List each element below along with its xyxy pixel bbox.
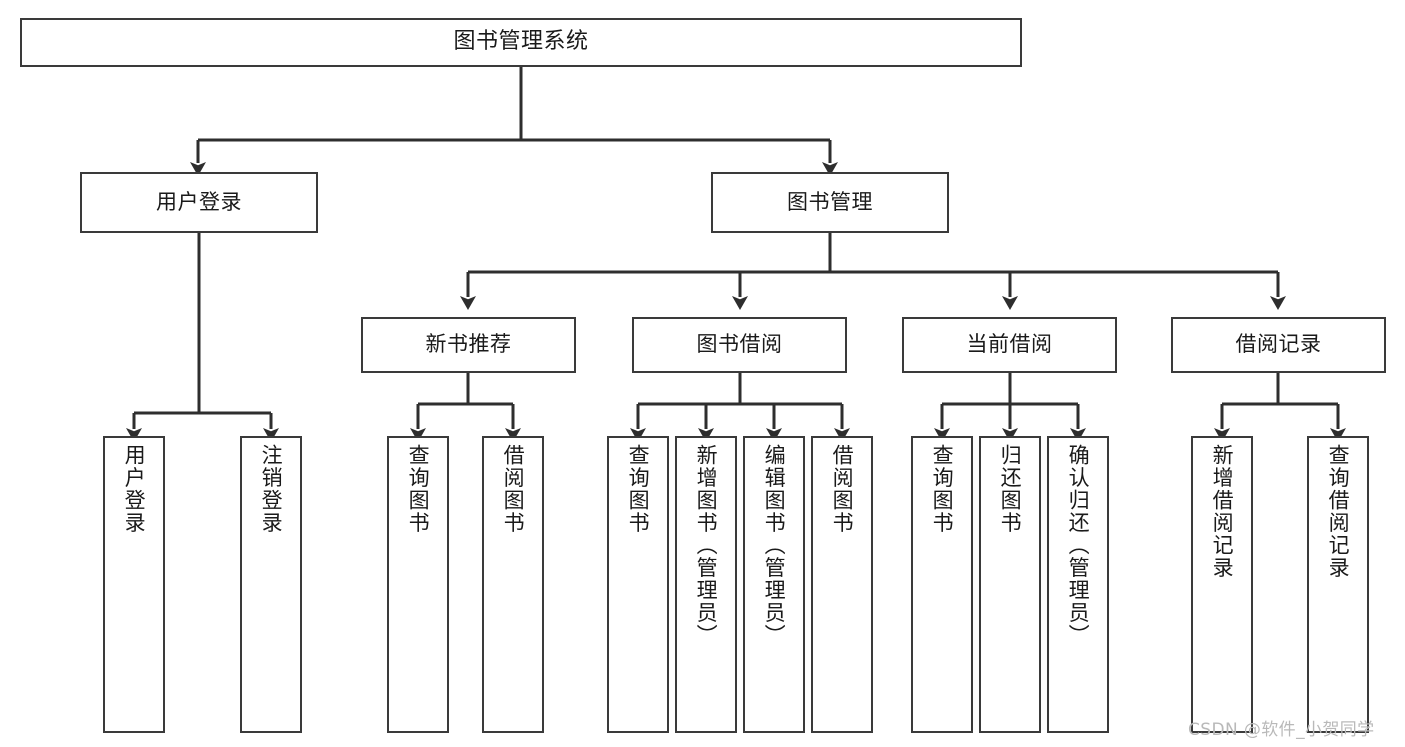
- node-root-library-management-system[interactable]: 图书管理系统: [20, 18, 1022, 67]
- node-current-borrowing[interactable]: 当前借阅: [902, 317, 1117, 373]
- leaf-logout[interactable]: 注销登录: [240, 436, 302, 733]
- node-book-borrowing[interactable]: 图书借阅: [632, 317, 847, 373]
- node-label: 图书管理: [787, 189, 873, 214]
- leaf-label: 归还图书: [998, 444, 1023, 534]
- node-label: 图书管理系统: [453, 29, 589, 55]
- leaf-borrow-book[interactable]: 借阅图书: [811, 436, 873, 733]
- leaf-confirm-return-admin[interactable]: 确认归还（管理员）: [1047, 436, 1109, 733]
- leaf-label: 查询图书: [930, 444, 955, 534]
- node-label: 用户登录: [156, 189, 242, 214]
- node-label: 借阅记录: [1235, 332, 1322, 357]
- leaf-query-book-current[interactable]: 查询图书: [911, 436, 973, 733]
- node-borrow-records[interactable]: 借阅记录: [1171, 317, 1386, 373]
- leaf-label: 借阅图书: [830, 444, 855, 534]
- leaf-label: 查询图书: [406, 444, 431, 534]
- leaf-add-borrow-record[interactable]: 新增借阅记录: [1191, 436, 1253, 733]
- leaf-return-book[interactable]: 归还图书: [979, 436, 1041, 733]
- leaf-label: 新增图书（管理员）: [694, 444, 719, 647]
- node-user-login[interactable]: 用户登录: [80, 172, 318, 233]
- leaf-edit-book-admin[interactable]: 编辑图书（管理员）: [743, 436, 805, 733]
- leaf-query-borrow-record[interactable]: 查询借阅记录: [1307, 436, 1369, 733]
- leaf-label: 编辑图书（管理员）: [762, 444, 787, 647]
- leaf-label: 查询借阅记录: [1326, 444, 1351, 579]
- leaf-label: 新增借阅记录: [1210, 444, 1235, 579]
- leaf-user-login[interactable]: 用户登录: [103, 436, 165, 733]
- node-new-book-recommendation[interactable]: 新书推荐: [361, 317, 576, 373]
- leaf-add-book-admin[interactable]: 新增图书（管理员）: [675, 436, 737, 733]
- leaf-query-book-borrow[interactable]: 查询图书: [607, 436, 669, 733]
- leaf-borrow-book-recommend[interactable]: 借阅图书: [482, 436, 544, 733]
- node-label: 新书推荐: [425, 332, 512, 357]
- leaf-label: 用户登录: [122, 444, 147, 534]
- leaf-label: 查询图书: [626, 444, 651, 534]
- node-book-management[interactable]: 图书管理: [711, 172, 949, 233]
- leaf-query-book-recommend[interactable]: 查询图书: [387, 436, 449, 733]
- leaf-label: 借阅图书: [501, 444, 526, 534]
- node-label: 图书借阅: [696, 332, 783, 357]
- leaf-label: 注销登录: [259, 444, 284, 534]
- leaf-label: 确认归还（管理员）: [1066, 444, 1091, 647]
- node-label: 当前借阅: [966, 332, 1053, 357]
